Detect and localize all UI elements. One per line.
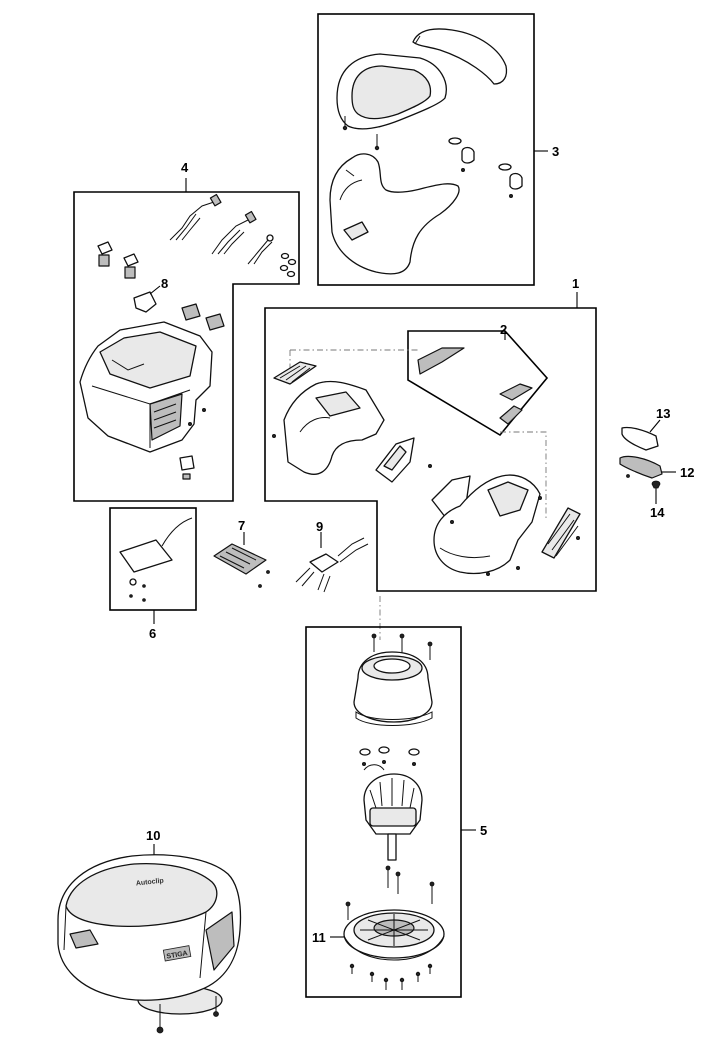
part-9-connector: 9 bbox=[295, 519, 369, 593]
part-8-plug[interactable] bbox=[133, 291, 157, 313]
callout-12: 12 bbox=[680, 465, 694, 480]
part-10-complete-mower: 10 Autoclip STIGA bbox=[57, 828, 242, 1034]
body-shell[interactable] bbox=[329, 153, 460, 275]
callout-14: 14 bbox=[650, 505, 665, 520]
rear-trim-strip[interactable] bbox=[273, 361, 317, 385]
part-14-screw[interactable] bbox=[651, 480, 661, 489]
callout-6: 6 bbox=[149, 626, 156, 641]
chassis-clip[interactable] bbox=[179, 455, 195, 471]
callout-4: 4 bbox=[181, 160, 189, 175]
callout-9: 9 bbox=[316, 519, 323, 534]
rear-hood-cover[interactable] bbox=[412, 28, 508, 85]
top-screws[interactable] bbox=[371, 633, 433, 660]
pad-middle[interactable] bbox=[499, 383, 533, 401]
blade-disc-screws[interactable] bbox=[345, 865, 435, 920]
front-housing-left[interactable] bbox=[283, 380, 385, 475]
mower-top-cover bbox=[65, 862, 218, 928]
sensor-plate[interactable] bbox=[119, 539, 173, 573]
clip-set-right[interactable] bbox=[498, 163, 523, 198]
callout-1: 1 bbox=[572, 276, 579, 291]
mower-side-vent bbox=[205, 911, 235, 971]
chassis-grille bbox=[149, 393, 183, 441]
callout-13: 13 bbox=[656, 406, 670, 421]
small-brackets[interactable] bbox=[181, 303, 225, 331]
callout-5: 5 bbox=[480, 823, 487, 838]
side-trim-strip[interactable] bbox=[541, 507, 581, 559]
motor-shaft[interactable] bbox=[387, 833, 397, 861]
rear-housing-vent bbox=[487, 481, 529, 517]
group-1-housing: 1 2 bbox=[264, 276, 597, 592]
handle-parts: 13 12 14 bbox=[619, 406, 694, 520]
mower-brand-text: STIGA bbox=[166, 950, 188, 961]
callout-2: 2 bbox=[500, 322, 507, 337]
connector-hub[interactable] bbox=[309, 553, 339, 573]
connector-blocks[interactable] bbox=[97, 241, 139, 279]
mower-front-handle bbox=[69, 929, 99, 949]
callout-7: 7 bbox=[238, 518, 245, 533]
group-6-frame bbox=[109, 507, 197, 611]
group-3-top-covers: 3 bbox=[317, 13, 559, 286]
group-4-chassis: 4 8 bbox=[73, 160, 300, 502]
part-13-handle-cover[interactable] bbox=[621, 426, 659, 451]
mower-logo-plate bbox=[162, 945, 192, 962]
group-2-frame bbox=[407, 330, 549, 437]
group-5-frame bbox=[305, 626, 462, 998]
group-1-frame bbox=[264, 307, 597, 592]
wire-harness[interactable] bbox=[169, 193, 274, 265]
small-rings[interactable] bbox=[279, 252, 297, 278]
motor-lead-wire bbox=[363, 764, 385, 771]
motor-washers[interactable] bbox=[359, 746, 420, 767]
body-shell-vent bbox=[343, 221, 369, 241]
clip-set-left[interactable] bbox=[448, 137, 475, 172]
callout-10: 10 bbox=[146, 828, 160, 843]
group-6-sensor: 6 bbox=[109, 507, 197, 641]
front-housing-window bbox=[315, 391, 361, 417]
pad-lower[interactable] bbox=[499, 405, 523, 425]
callout-8: 8 bbox=[161, 276, 168, 291]
mower-model-text: Autoclip bbox=[136, 878, 165, 888]
base-screws[interactable] bbox=[349, 963, 433, 990]
top-lid-panel bbox=[351, 65, 432, 120]
group-4-frame bbox=[73, 191, 300, 502]
chassis-cavity bbox=[99, 331, 197, 389]
part-12-handle-base[interactable] bbox=[619, 455, 663, 479]
group-5-motor: 5 bbox=[305, 626, 487, 998]
group-3-frame bbox=[317, 13, 535, 286]
callout-11: 11 bbox=[312, 930, 326, 945]
part-7-board: 7 bbox=[213, 518, 270, 588]
callout-3: 3 bbox=[552, 144, 559, 159]
pad-upper[interactable] bbox=[417, 347, 465, 375]
washer[interactable] bbox=[129, 578, 137, 586]
